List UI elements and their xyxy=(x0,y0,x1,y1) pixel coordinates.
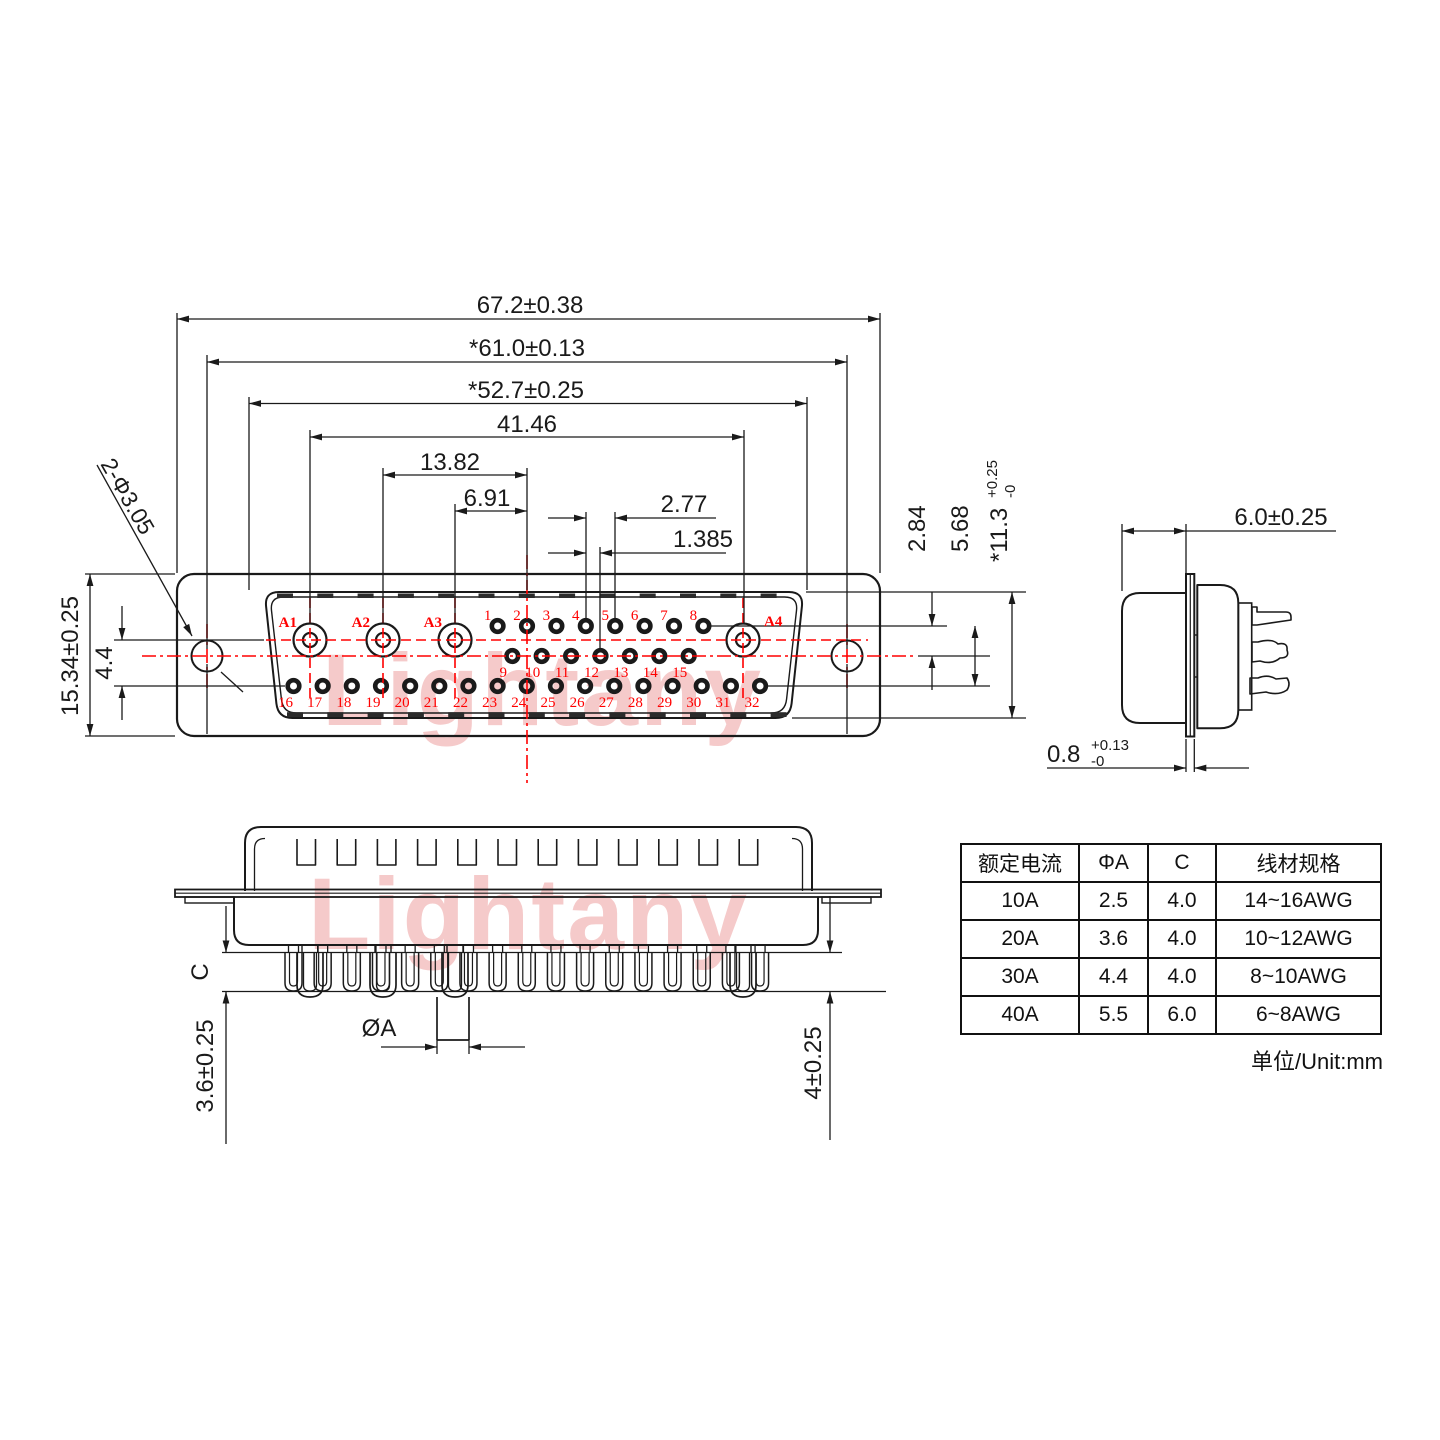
table-row: 10A 2.5 4.0 14~16AWG xyxy=(960,881,1382,921)
svg-text:4: 4 xyxy=(572,608,580,624)
svg-text:A1: A1 xyxy=(279,615,297,631)
svg-text:6: 6 xyxy=(631,608,639,624)
dim-side-depth: 6.0±0.25 xyxy=(1234,504,1327,531)
dim-flange-height: 15.34±0.25 xyxy=(57,596,84,716)
svg-text:27: 27 xyxy=(599,695,615,711)
svg-text:17: 17 xyxy=(307,695,323,711)
header-wire-spec: 线材规格 xyxy=(1215,843,1382,883)
svg-text:28: 28 xyxy=(628,695,643,711)
svg-text:1: 1 xyxy=(484,608,492,624)
rated-current-table: 额定电流 ΦA C 线材规格 10A 2.5 4.0 14~16AWG 20A … xyxy=(960,843,1382,1035)
dim-6-91: 6.91 xyxy=(464,485,511,512)
dim-large-pin-span: 41.46 xyxy=(497,411,557,438)
svg-text:8: 8 xyxy=(690,608,698,624)
table-row: 40A 5.5 6.0 6~8AWG xyxy=(960,995,1382,1035)
unit-note: 单位/Unit:mm xyxy=(1250,1049,1383,1074)
dim-overall-width: 67.2±0.38 xyxy=(477,292,584,319)
svg-text:18: 18 xyxy=(336,695,351,711)
svg-text:7: 7 xyxy=(660,608,668,624)
dim-4-4: 4.4 xyxy=(91,646,118,679)
dim-pin-pitch: 2.77 xyxy=(661,491,708,518)
svg-text:3: 3 xyxy=(543,608,551,624)
svg-text:5: 5 xyxy=(601,608,609,624)
dim-shell-width: *52.7±0.25 xyxy=(468,377,584,404)
svg-text:31: 31 xyxy=(715,695,730,711)
svg-text:24: 24 xyxy=(511,695,527,711)
svg-text:32: 32 xyxy=(745,695,760,711)
svg-text:21: 21 xyxy=(424,695,439,711)
dim-c-label: C xyxy=(187,963,214,980)
table-row: 30A 4.4 4.0 8~10AWG xyxy=(960,957,1382,997)
dim-row-gap: 2.84 xyxy=(904,505,931,552)
dim-mount-holes: 2-Φ3.05 xyxy=(96,454,160,539)
dim-shell-height: *11.3 xyxy=(986,508,1013,562)
dim-row-span: 5.68 xyxy=(947,505,974,552)
svg-text:2: 2 xyxy=(513,608,521,624)
spec-table: 额定电流 ΦA C 线材规格 10A 2.5 4.0 14~16AWG 20A … xyxy=(960,843,1382,1035)
svg-text:A4: A4 xyxy=(764,614,783,630)
svg-text:15: 15 xyxy=(672,665,687,681)
svg-text:11: 11 xyxy=(555,665,569,681)
dim-flange-tol-plus: +0.13 xyxy=(1091,737,1129,754)
svg-text:13: 13 xyxy=(613,665,628,681)
svg-text:9: 9 xyxy=(500,665,508,681)
svg-text:A2: A2 xyxy=(352,615,370,631)
svg-text:A3: A3 xyxy=(424,615,442,631)
dim-flange-thickness: 0.8 xyxy=(1047,741,1080,768)
dim-row-offset: 1.385 xyxy=(673,526,733,553)
svg-text:14: 14 xyxy=(643,665,659,681)
svg-text:12: 12 xyxy=(584,665,599,681)
table-header-row: 额定电流 ΦA C 线材规格 xyxy=(960,843,1382,883)
dim-pin-diameter: ØA xyxy=(362,1015,397,1042)
table-row: 20A 3.6 4.0 10~12AWG xyxy=(960,919,1382,959)
svg-text:26: 26 xyxy=(570,695,586,711)
svg-text:30: 30 xyxy=(686,695,701,711)
header-c: C xyxy=(1147,843,1217,883)
dim-mount-width: *61.0±0.13 xyxy=(469,335,585,362)
svg-text:25: 25 xyxy=(540,695,555,711)
dim-13-82: 13.82 xyxy=(420,449,480,476)
header-rated-current: 额定电流 xyxy=(960,843,1080,883)
svg-text:19: 19 xyxy=(365,695,380,711)
svg-text:23: 23 xyxy=(482,695,497,711)
svg-text:29: 29 xyxy=(657,695,672,711)
header-phi-a: ΦA xyxy=(1078,843,1149,883)
dim-shell-height-tol-minus: -0 xyxy=(1002,485,1019,498)
svg-text:22: 22 xyxy=(453,695,468,711)
svg-text:16: 16 xyxy=(278,695,294,711)
dim-tail-length: 3.6±0.25 xyxy=(192,1019,219,1112)
dim-flange-tol-minus: -0 xyxy=(1091,753,1104,770)
svg-text:10: 10 xyxy=(525,665,540,681)
dim-shell-height-tol-plus: +0.25 xyxy=(984,460,1001,498)
dim-crimp-length: 4±0.25 xyxy=(800,1026,827,1099)
svg-text:20: 20 xyxy=(395,695,410,711)
